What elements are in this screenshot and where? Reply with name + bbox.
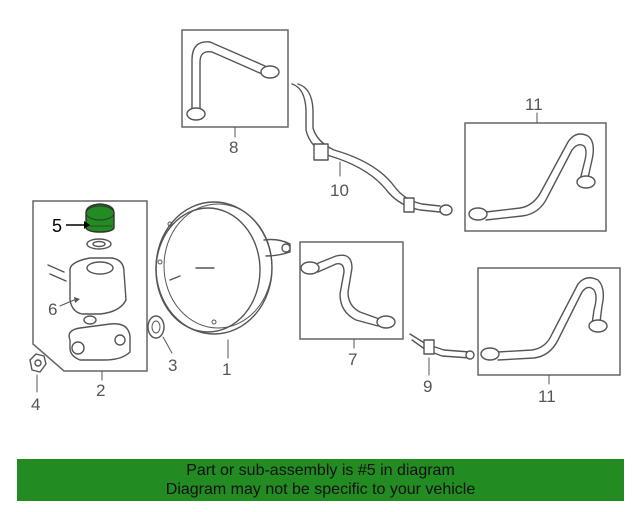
callout-11-top: 11 (525, 95, 543, 114)
callout-8: 8 (229, 138, 238, 157)
callout-10: 10 (330, 181, 349, 200)
callout-2: 2 (96, 381, 105, 400)
part-10-vacuum-tube[interactable] (291, 83, 453, 216)
part-4-nut[interactable] (29, 353, 47, 373)
callout-5: 5 (52, 216, 62, 236)
part-9-check-valve[interactable] (409, 333, 475, 360)
callout-9: 9 (423, 377, 432, 396)
part-2-panel (32, 200, 148, 372)
callout-5-arrowhead (84, 221, 90, 229)
part-3-gasket[interactable] (147, 315, 165, 339)
callout-4: 4 (31, 395, 40, 414)
banner-line-2: Diagram may not be specific to your vehi… (165, 481, 476, 498)
part-8-hose-group[interactable] (181, 29, 289, 128)
part-5-cap-highlight (85, 203, 115, 233)
part-11-top-box (464, 122, 607, 232)
callout-1: 1 (222, 360, 231, 379)
banner-line-1: Part or sub-assembly is #5 in diagram (186, 462, 455, 479)
part-7-hose-group[interactable] (299, 241, 404, 340)
part-7-box (299, 241, 404, 340)
part-2-master-cylinder-assembly[interactable] (32, 200, 148, 372)
part-5-reservoir-cap[interactable] (85, 203, 115, 233)
part-info-banner: Part or sub-assembly is #5 in diagram Di… (17, 459, 624, 501)
callout-6: 6 (48, 300, 57, 319)
part-11-bottom-hose-group[interactable] (477, 267, 621, 376)
part-11-top-hose-group[interactable] (464, 122, 607, 232)
callout-7: 7 (348, 350, 357, 369)
callout-11-bottom: 11 (538, 387, 556, 406)
callout-3: 3 (168, 356, 177, 375)
part-1-brake-booster[interactable] (155, 201, 291, 335)
